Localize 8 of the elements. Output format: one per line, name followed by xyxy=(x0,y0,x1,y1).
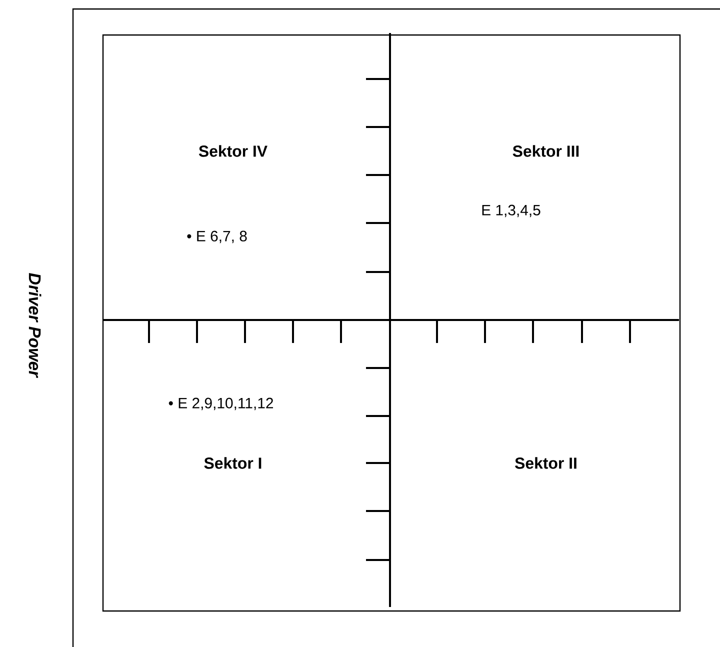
quadrant-label: Sektor I xyxy=(204,457,262,469)
quadrant-label: Sektor III xyxy=(512,145,579,157)
item-list: • E 6,7, 8 xyxy=(187,230,247,244)
quadrant-label: Sektor IV xyxy=(198,145,268,157)
axis-label: Driver Power xyxy=(28,273,42,378)
quadrant-label: Sektor II xyxy=(515,457,576,469)
item-list: • E 2,9,10,11,12 xyxy=(168,398,273,410)
item-list: E 1,3,4,5 xyxy=(482,204,540,218)
